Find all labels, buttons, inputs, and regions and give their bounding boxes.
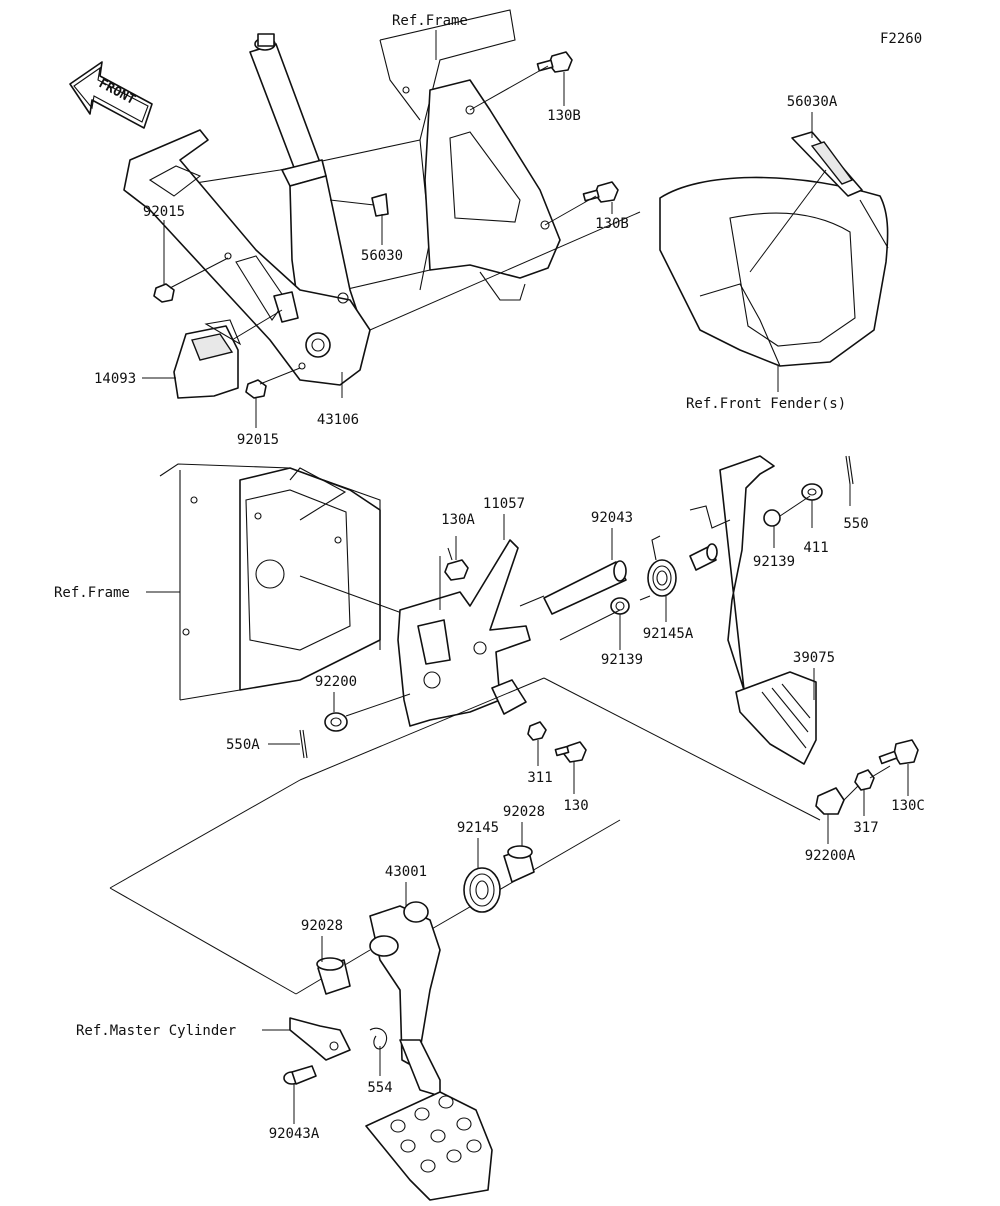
label-411: 411 — [803, 540, 828, 556]
bolt-130 — [554, 741, 587, 763]
label-ref-master-cylinder: Ref.Master Cylinder — [76, 1023, 236, 1039]
label-39075: 39075 — [793, 650, 835, 666]
clip-554 — [369, 1027, 388, 1050]
label-14093: 14093 — [94, 371, 136, 387]
label-92043: 92043 — [591, 510, 633, 526]
clevis — [289, 1017, 351, 1061]
label-92139-upper: 92139 — [753, 554, 795, 570]
label-92028-upper: 92028 — [503, 804, 545, 820]
label-11057: 11057 — [483, 496, 525, 512]
label-130C: 130C — [891, 798, 925, 814]
spring-92145A — [639, 535, 677, 601]
brake-pedal-43001 — [365, 901, 493, 1201]
bushing-92028-upper — [503, 845, 535, 883]
washer-411 — [801, 483, 823, 501]
bolt-130C — [878, 739, 919, 765]
label-550: 550 — [843, 516, 868, 532]
label-554: 554 — [367, 1080, 392, 1096]
label-92145A: 92145A — [643, 626, 694, 642]
nut-317 — [854, 769, 875, 791]
label-43001: 43001 — [385, 864, 427, 880]
brake-lever-43106 — [123, 33, 371, 386]
nut-92015-upper — [153, 283, 175, 303]
pedal-holes — [390, 1095, 482, 1173]
label-92200: 92200 — [315, 674, 357, 690]
diagram-code: F2260 — [880, 31, 922, 47]
label-43106: 43106 — [317, 412, 359, 428]
clip-92200A — [815, 787, 845, 815]
bolt-130B-upper — [536, 51, 573, 73]
label-550A: 550A — [226, 737, 260, 753]
label-92139-lower: 92139 — [601, 652, 643, 668]
washer-92139-upper — [763, 509, 781, 527]
label-92015-upper: 92015 — [143, 204, 185, 220]
label-56030: 56030 — [361, 248, 403, 264]
label-130A: 130A — [441, 512, 475, 528]
pin-92043A — [283, 1065, 317, 1085]
spring-92145 — [463, 867, 501, 913]
label-92015-lower: 92015 — [237, 432, 279, 448]
pivot-bracket-11057 — [397, 539, 531, 727]
label-130B-upper: 130B — [547, 108, 581, 124]
nut-311 — [527, 721, 547, 741]
bolt-130B-lower — [582, 181, 619, 203]
label-92043A: 92043A — [269, 1126, 320, 1142]
label-92028-lower: 92028 — [301, 918, 343, 934]
label-317: 317 — [853, 820, 878, 836]
front-arrow-icon: FRONT — [69, 61, 153, 129]
clip-56030 — [371, 193, 389, 217]
bolt-130A — [444, 547, 469, 581]
front-fender — [659, 176, 889, 367]
bushing-92028-lower — [316, 957, 351, 995]
accelerator-pedal-39075 — [689, 455, 817, 765]
label-ref-frame-mid: Ref.Frame — [54, 585, 130, 601]
frame-bracket-mid — [159, 463, 381, 701]
label-92145: 92145 — [457, 820, 499, 836]
cover-56030A — [791, 131, 863, 197]
label-56030A: 56030A — [787, 94, 838, 110]
label-130: 130 — [563, 798, 588, 814]
pin-550A — [299, 729, 308, 759]
nut-92015-lower — [245, 379, 267, 399]
label-311: 311 — [527, 770, 552, 786]
label-130B-lower: 130B — [595, 216, 629, 232]
washer-92139-lower — [610, 597, 630, 615]
washer-92200 — [324, 712, 348, 732]
bushing-pedal — [689, 543, 718, 571]
switch-14093 — [173, 319, 242, 399]
label-92200A: 92200A — [805, 848, 856, 864]
label-ref-frame-top: Ref.Frame — [392, 13, 468, 29]
shaft-92043 — [543, 560, 627, 615]
label-ref-front-fender: Ref.Front Fender(s) — [686, 396, 846, 412]
pin-550 — [845, 455, 854, 485]
